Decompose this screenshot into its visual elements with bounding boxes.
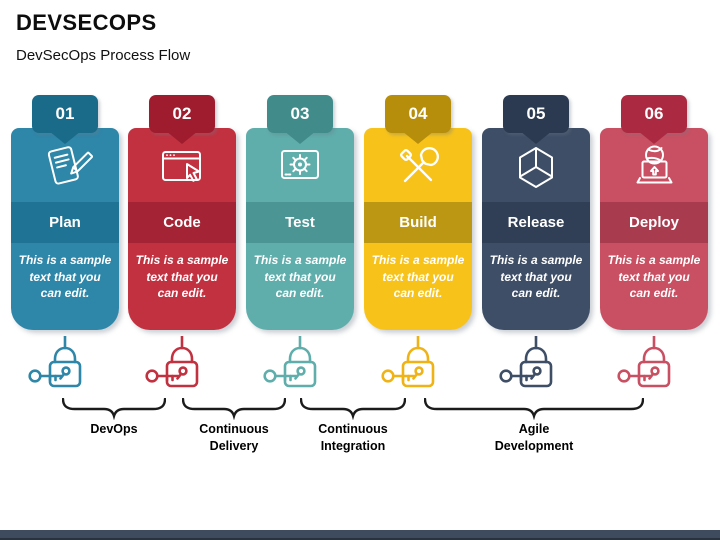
step-number: 05: [526, 104, 546, 123]
release-package-cube-icon: [482, 136, 590, 200]
step-title-band: Release: [482, 202, 590, 243]
padlock-key-icon: [27, 336, 91, 396]
step-body-text: This is a sample text that you can edit.: [135, 253, 229, 301]
step-column-deploy: Deploy This is a sample text that you ca…: [600, 95, 708, 340]
page-subtitle: DevSecOps Process Flow: [16, 47, 191, 64]
step-number: 06: [644, 104, 664, 123]
step-title-band: Test: [246, 202, 354, 243]
step-column-build: Build This is a sample text that you can…: [364, 95, 472, 340]
deploy-laptop-globe-icon: [600, 136, 708, 200]
group-label-line: Continuous: [199, 422, 269, 436]
step-number: 04: [408, 104, 428, 123]
group-label-line: Development: [494, 438, 574, 453]
footer-edge-strip: [0, 538, 720, 540]
group-label-line: Integration: [320, 438, 386, 453]
continuous-integration-brace: [300, 398, 406, 420]
step-card: Deploy This is a sample text that you ca…: [600, 128, 708, 330]
step-body-text: This is a sample text that you can edit.: [607, 253, 701, 301]
group-label-devops: DevOps: [44, 421, 184, 438]
test-monitor-gear-icon: [246, 136, 354, 200]
agile-development-brace: [424, 398, 644, 420]
padlock-key-icon: [498, 336, 562, 396]
step-card: Release This is a sample text that you c…: [482, 128, 590, 330]
step-title: Deploy: [628, 214, 679, 231]
step-card: Plan This is a sample text that you can …: [11, 128, 119, 330]
continuous-delivery-brace: [182, 398, 286, 420]
footer-accent-bar: [0, 530, 720, 538]
step-title-band: Code: [128, 202, 236, 243]
step-column-test: Test This is a sample text that you can …: [246, 95, 354, 340]
group-label-agile-development: Agile Development: [454, 421, 614, 454]
tab-pointer: [49, 131, 81, 144]
page-title: DEVSECOPS: [16, 10, 157, 35]
step-number-tab: 02: [149, 95, 215, 133]
step-title-band: Deploy: [600, 202, 708, 243]
step-card: Code This is a sample text that you can …: [128, 128, 236, 330]
step-body-text: This is a sample text that you can edit.: [489, 253, 583, 301]
step-title: Build: [399, 214, 437, 231]
step-column-code: Code This is a sample text that you can …: [128, 95, 236, 340]
group-label-line: Delivery: [209, 438, 259, 453]
group-label-continuous-integration: Continuous Integration: [283, 421, 423, 454]
group-label-continuous-delivery: Continuous Delivery: [164, 421, 304, 454]
step-card: Build This is a sample text that you can…: [364, 128, 472, 330]
tab-pointer: [520, 131, 552, 144]
step-number-tab: 06: [621, 95, 687, 133]
step-title-band: Build: [364, 202, 472, 243]
step-card: Test This is a sample text that you can …: [246, 128, 354, 330]
step-title: Test: [285, 214, 315, 231]
step-number-tab: 01: [32, 95, 98, 133]
step-number-tab: 05: [503, 95, 569, 133]
tab-pointer: [402, 131, 434, 144]
step-number: 01: [55, 104, 75, 123]
step-title: Release: [507, 214, 565, 231]
code-window-cursor-icon: [128, 136, 236, 200]
tab-pointer: [638, 131, 670, 144]
build-wrench-screwdriver-icon: [364, 136, 472, 200]
step-title: Plan: [49, 214, 81, 231]
step-title-band: Plan: [11, 202, 119, 243]
step-number-tab: 03: [267, 95, 333, 133]
step-column-release: Release This is a sample text that you c…: [482, 95, 590, 340]
padlock-key-icon: [262, 336, 326, 396]
padlock-key-icon: [380, 336, 444, 396]
group-label-line: Agile: [518, 422, 550, 436]
step-column-plan: Plan This is a sample text that you can …: [11, 95, 119, 340]
plan-notepad-pencil-icon: [11, 136, 119, 200]
step-title: Code: [163, 214, 201, 231]
group-label-line: Continuous: [318, 422, 388, 436]
tab-pointer: [166, 131, 198, 144]
padlock-key-icon: [616, 336, 680, 396]
step-number: 02: [172, 104, 192, 123]
group-label-line: DevOps: [90, 422, 138, 436]
step-number: 03: [290, 104, 310, 123]
step-body-text: This is a sample text that you can edit.: [253, 253, 347, 301]
devops-brace: [62, 398, 166, 420]
step-body-text: This is a sample text that you can edit.: [18, 253, 112, 301]
padlock-key-icon: [144, 336, 208, 396]
step-number-tab: 04: [385, 95, 451, 133]
tab-pointer: [284, 131, 316, 144]
step-body-text: This is a sample text that you can edit.: [371, 253, 465, 301]
